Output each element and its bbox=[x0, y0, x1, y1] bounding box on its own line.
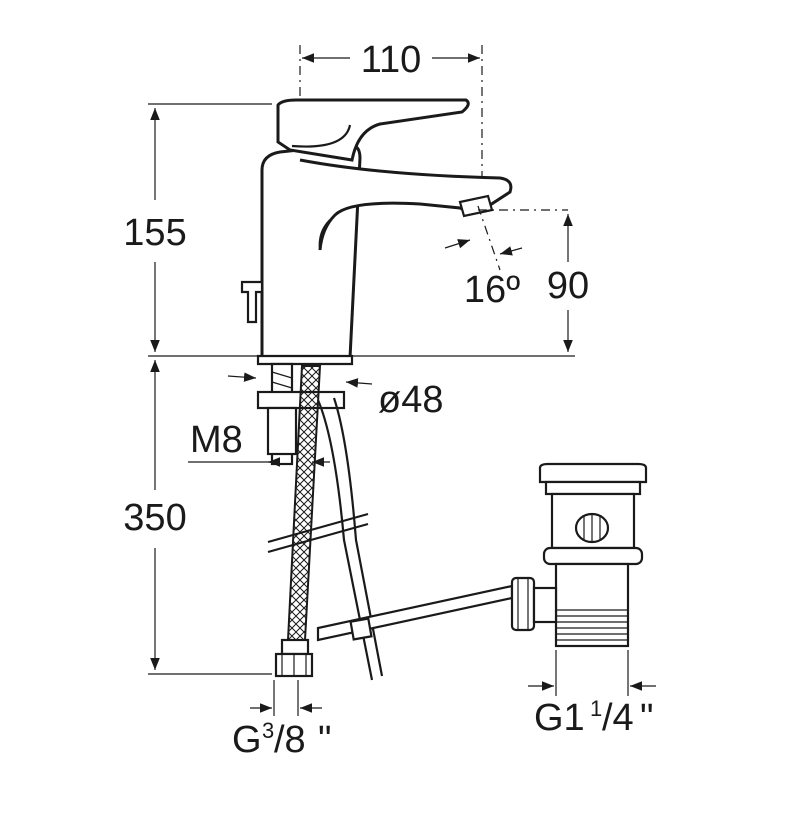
waste-connection-num: 1 bbox=[590, 696, 602, 721]
dimension-height-155: 155 bbox=[123, 103, 272, 352]
hose-connection-num: 3 bbox=[262, 718, 274, 743]
spout-height-label: 90 bbox=[547, 265, 589, 307]
popup-linkage bbox=[316, 397, 514, 681]
waste-connection-suffix: " bbox=[640, 697, 654, 739]
break-marks bbox=[267, 512, 369, 554]
waste-connection-den: /4 bbox=[602, 697, 634, 739]
thread-label: M8 bbox=[190, 419, 243, 461]
angle-label: 16º bbox=[464, 269, 520, 311]
flexible-hose bbox=[274, 365, 322, 678]
hose-connection-suffix: " bbox=[318, 719, 332, 761]
diameter-label: ø48 bbox=[378, 379, 443, 421]
dimension-hose-connection: G 3 /8 " bbox=[232, 680, 332, 761]
waste-thread bbox=[556, 609, 628, 641]
dimension-waste-connection: G1 1 /4 " bbox=[528, 650, 656, 739]
hose-connection-main: G bbox=[232, 719, 262, 761]
dimension-spout: 16º 90 bbox=[444, 205, 589, 352]
faucet-body bbox=[240, 98, 513, 366]
width-label: 110 bbox=[361, 39, 422, 81]
waste-connection-main: G1 bbox=[534, 697, 585, 739]
dimension-width-110: 110 bbox=[299, 39, 483, 360]
dimension-hose-350: 350 bbox=[123, 360, 272, 675]
hose-connection-den: /8 bbox=[274, 719, 306, 761]
hose-length-label: 350 bbox=[123, 497, 186, 539]
height-label: 155 bbox=[123, 212, 186, 254]
waste-valve bbox=[510, 462, 648, 648]
